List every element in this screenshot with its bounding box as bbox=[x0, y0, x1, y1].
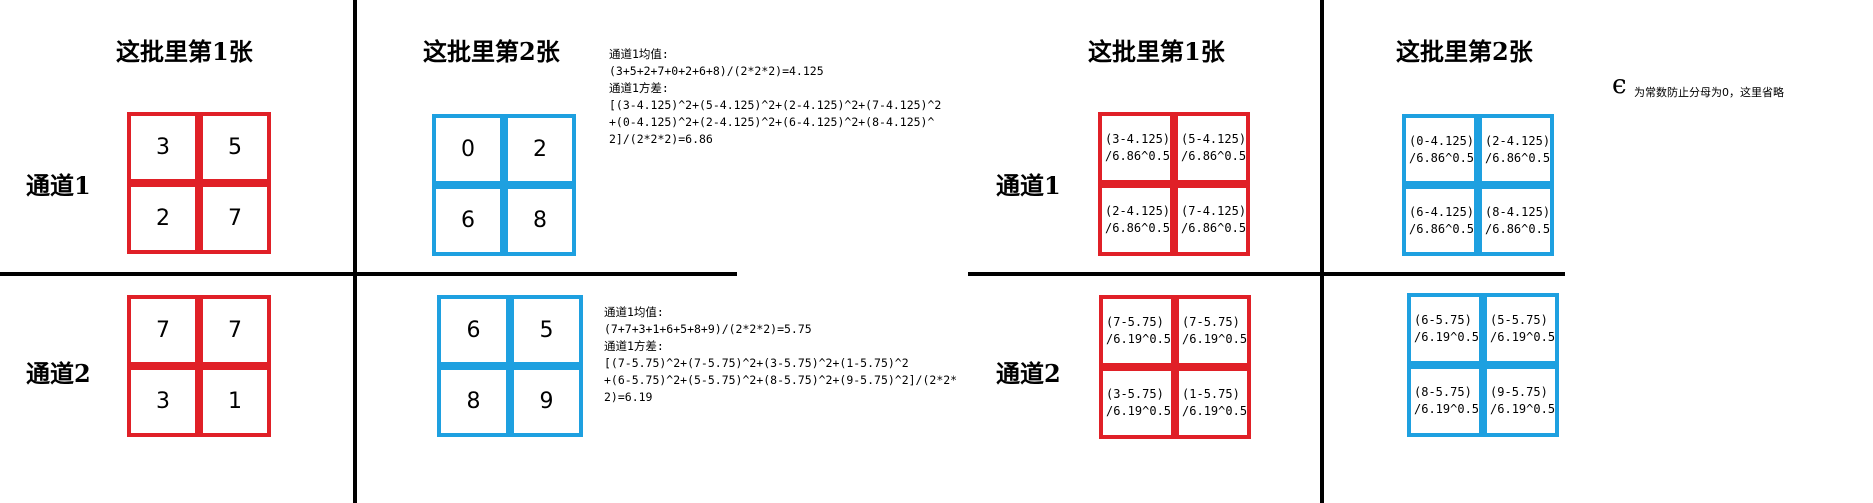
right-row-label-channel2: 通道2 bbox=[996, 359, 1061, 388]
grid-cell: 5 bbox=[510, 295, 583, 366]
left-ch2-image2-grid: 6 5 8 9 bbox=[437, 295, 583, 437]
epsilon-note: 为常数防止分母为0，这里省略 bbox=[1634, 86, 1784, 99]
epsilon-icon: ϵ bbox=[1612, 70, 1627, 100]
grid-cell: 2 bbox=[127, 183, 199, 254]
grid-cell: 9 bbox=[510, 366, 583, 437]
grid-cell: (2-4.125) /6.86^0.5 bbox=[1478, 114, 1555, 185]
left-ch2-image1-grid: 7 7 3 1 bbox=[127, 295, 271, 437]
grid-cell: (8-5.75) /6.19^0.5 bbox=[1407, 365, 1484, 437]
grid-cell: (3-4.125) /6.86^0.5 bbox=[1098, 112, 1175, 184]
grid-cell: (6-4.125) /6.86^0.5 bbox=[1402, 185, 1479, 256]
grid-cell: (5-5.75) /6.19^0.5 bbox=[1483, 293, 1560, 365]
grid-cell: (3-5.75) /6.19^0.5 bbox=[1099, 367, 1176, 439]
left-vertical-divider bbox=[353, 0, 357, 503]
grid-cell: 3 bbox=[127, 366, 199, 437]
left-row-label-channel1: 通道1 bbox=[26, 171, 91, 200]
grid-cell: 7 bbox=[127, 295, 199, 366]
right-ch2-image1-grid: (7-5.75) /6.19^0.5 (7-5.75) /6.19^0.5 (3… bbox=[1099, 295, 1252, 439]
left-header-image1: 这批里第1张 bbox=[116, 37, 253, 66]
grid-cell: 8 bbox=[504, 185, 576, 256]
channel2-mean-variance-note: 通道1均值: (7+7+3+1+6+5+8+9)/(2*2*2)=5.75 通道… bbox=[604, 305, 958, 404]
right-horizontal-divider bbox=[968, 272, 1565, 276]
grid-cell: 0 bbox=[432, 114, 504, 185]
grid-cell: (1-5.75) /6.19^0.5 bbox=[1175, 367, 1252, 439]
left-row-label-channel2: 通道2 bbox=[26, 359, 91, 388]
grid-cell: (0-4.125) /6.86^0.5 bbox=[1402, 114, 1479, 185]
grid-cell: 3 bbox=[127, 112, 199, 183]
grid-cell: (7-4.125) /6.86^0.5 bbox=[1174, 184, 1251, 256]
right-vertical-divider bbox=[1320, 0, 1324, 503]
grid-cell: (7-5.75) /6.19^0.5 bbox=[1099, 295, 1176, 367]
left-ch1-image2-grid: 0 2 6 8 bbox=[432, 114, 576, 256]
grid-cell: 7 bbox=[199, 183, 271, 254]
right-ch1-image2-grid: (0-4.125) /6.86^0.5 (2-4.125) /6.86^0.5 … bbox=[1402, 114, 1555, 256]
right-row-label-channel1: 通道1 bbox=[996, 171, 1061, 200]
right-header-image2: 这批里第2张 bbox=[1396, 37, 1533, 66]
grid-cell: 6 bbox=[432, 185, 504, 256]
grid-cell: 7 bbox=[199, 295, 271, 366]
grid-cell: 6 bbox=[437, 295, 510, 366]
left-header-image2: 这批里第2张 bbox=[423, 37, 560, 66]
grid-cell: (5-4.125) /6.86^0.5 bbox=[1174, 112, 1251, 184]
grid-cell: 5 bbox=[199, 112, 271, 183]
channel1-mean-variance-note: 通道1均值: (3+5+2+7+0+2+6+8)/(2*2*2)=4.125 通… bbox=[609, 47, 942, 146]
grid-cell: 1 bbox=[199, 366, 271, 437]
grid-cell: (9-5.75) /6.19^0.5 bbox=[1483, 365, 1560, 437]
grid-cell: 8 bbox=[437, 366, 510, 437]
right-ch2-image2-grid: (6-5.75) /6.19^0.5 (5-5.75) /6.19^0.5 (8… bbox=[1407, 293, 1560, 437]
right-header-image1: 这批里第1张 bbox=[1088, 37, 1225, 66]
grid-cell: (8-4.125) /6.86^0.5 bbox=[1478, 185, 1555, 256]
grid-cell: (7-5.75) /6.19^0.5 bbox=[1175, 295, 1252, 367]
left-horizontal-divider bbox=[0, 272, 737, 276]
grid-cell: (2-4.125) /6.86^0.5 bbox=[1098, 184, 1175, 256]
right-ch1-image1-grid: (3-4.125) /6.86^0.5 (5-4.125) /6.86^0.5 … bbox=[1098, 112, 1251, 256]
grid-cell: (6-5.75) /6.19^0.5 bbox=[1407, 293, 1484, 365]
left-ch1-image1-grid: 3 5 2 7 bbox=[127, 112, 271, 254]
grid-cell: 2 bbox=[504, 114, 576, 185]
